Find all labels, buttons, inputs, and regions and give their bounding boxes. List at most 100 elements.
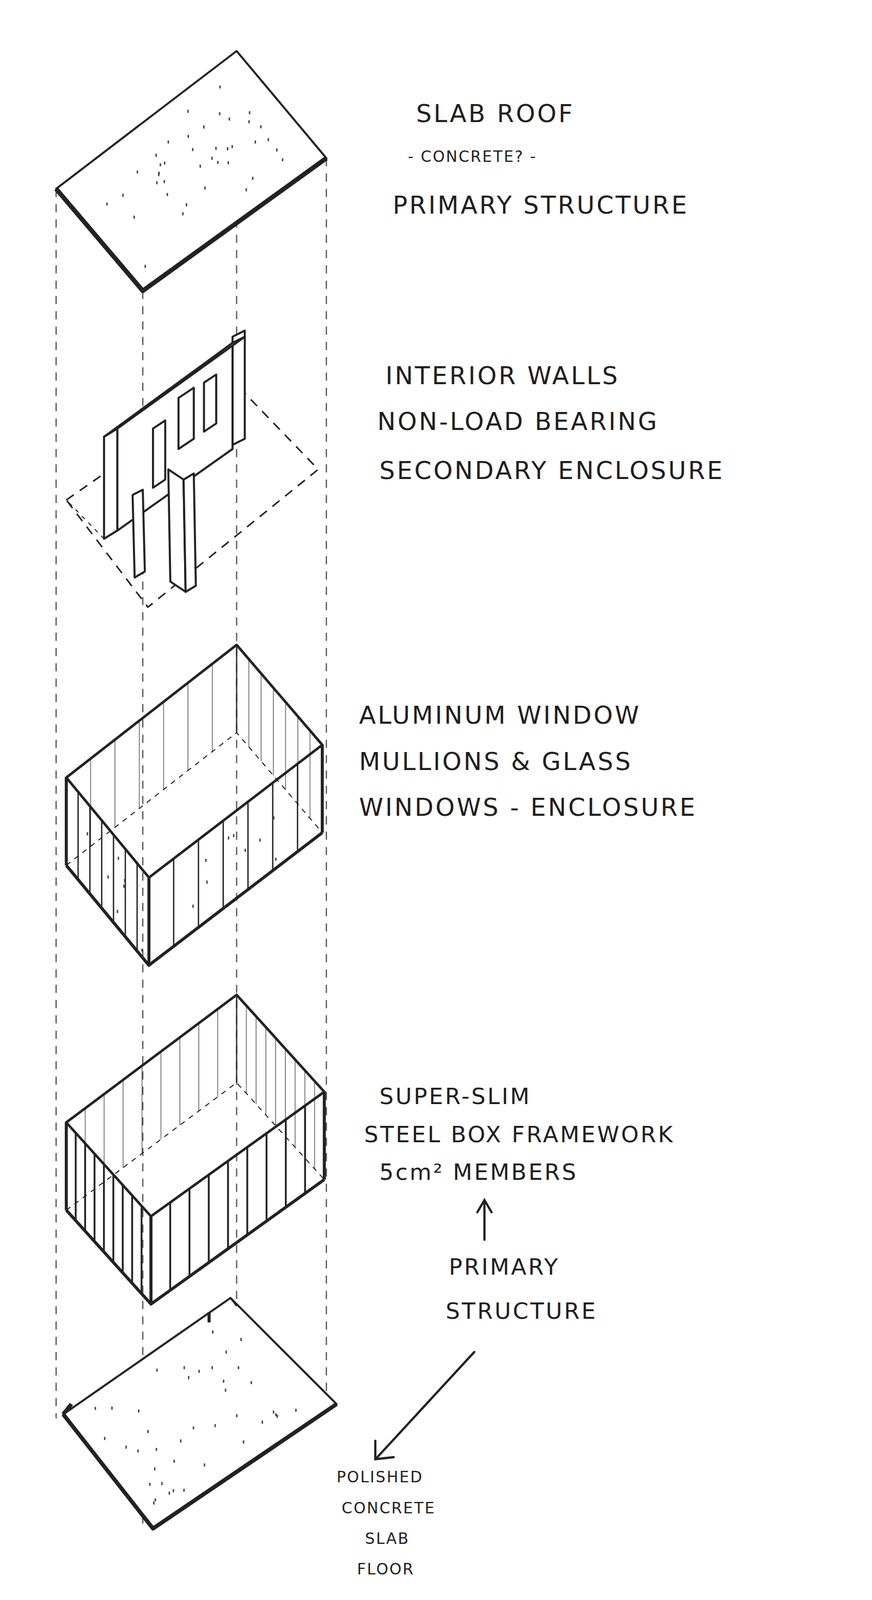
mullion: [284, 701, 286, 790]
stipple-dot: [154, 1466, 156, 1471]
stipple-dot: [203, 125, 205, 129]
mullion: [173, 858, 175, 947]
mullion: [124, 848, 126, 937]
stipple-dot: [183, 1488, 185, 1492]
mullion: [84, 1107, 87, 1196]
box-edge: [66, 994, 325, 1216]
mullion: [93, 1153, 96, 1241]
stipple-dot: [181, 212, 184, 216]
stipple-dot: [245, 187, 248, 192]
stipple-dot: [228, 117, 231, 121]
annotation-label: 5cm² MEMBERS: [379, 1159, 578, 1185]
stipple-dot: [183, 1365, 186, 1369]
stipple-dot: [106, 202, 108, 206]
mullion: [187, 682, 189, 771]
stipple-dot: [295, 1407, 297, 1412]
mullion: [260, 673, 262, 761]
stipple-dot: [282, 157, 284, 162]
annotation-label: SLAB: [364, 1529, 410, 1547]
stipple-dot: [133, 215, 136, 219]
mullion: [163, 701, 165, 790]
stipple-dot: [156, 1367, 158, 1371]
mullion: [248, 659, 250, 747]
mullion: [112, 834, 114, 923]
mullion: [247, 801, 249, 889]
stipple-dot: [259, 838, 261, 842]
annotation-label: PRIMARY: [448, 1254, 560, 1279]
stipple-dot: [248, 111, 251, 115]
box-edge: [66, 732, 323, 865]
box-edge: [149, 1215, 153, 1304]
mullion: [114, 739, 116, 827]
stipple-dot: [94, 1406, 97, 1410]
leader-arrows: [375, 1199, 492, 1459]
stipple-dot: [242, 1439, 245, 1443]
stipple-dot: [215, 147, 217, 151]
stipple-dot: [141, 948, 143, 952]
stipple-dot: [136, 883, 139, 888]
stipple-dot: [122, 193, 125, 198]
stipple-dot: [206, 880, 209, 884]
stipple-dot: [167, 140, 170, 144]
stipple-dot: [155, 153, 157, 157]
stipple-dot: [192, 1425, 195, 1429]
mullion: [297, 715, 299, 804]
stipple-dot: [180, 1438, 182, 1442]
stipple-dot: [238, 1365, 240, 1369]
stipple-dot: [275, 857, 277, 861]
box-edge: [66, 644, 323, 877]
stipple-dot: [235, 1413, 238, 1417]
annotation-label: MULLIONS & GLASS: [358, 747, 633, 775]
box-edge: [320, 744, 325, 833]
mullion: [309, 730, 311, 819]
stipple-dot: [218, 112, 221, 116]
stipple-dot: [153, 1500, 155, 1504]
stipple-dot: [192, 148, 194, 152]
stipple-dot: [250, 1380, 253, 1384]
box-edge: [64, 777, 69, 865]
stipple-dot: [272, 1409, 275, 1413]
stipple-dot: [163, 179, 166, 184]
stipple-dot: [149, 1482, 151, 1486]
mullion: [90, 758, 92, 846]
stipple-dot: [219, 85, 222, 89]
stipple-dot: [217, 160, 219, 164]
stipple-dot: [163, 161, 166, 166]
stipple-dot: [233, 833, 235, 837]
annotation-label: PRIMARY STRUCTURE: [392, 191, 689, 219]
interior-walls: [66, 330, 319, 607]
mullion: [272, 782, 274, 870]
annotation-label: POLISHED: [336, 1468, 424, 1486]
glass-enclosure-box: [66, 644, 323, 965]
concrete-floor-slab: [63, 1297, 337, 1528]
stipple-dot: [104, 1436, 106, 1440]
stipple-dot: [187, 134, 189, 138]
annotation-label: ALUMINUM WINDOW: [358, 701, 642, 729]
stipple-dot: [224, 1387, 227, 1392]
stipple-dot: [144, 264, 146, 268]
stipple-dot: [244, 848, 247, 852]
mullion: [245, 1004, 247, 1093]
mullion: [160, 1051, 162, 1139]
stipple-dot: [187, 1375, 190, 1379]
stipple-dot: [123, 883, 125, 888]
slab-roof: [56, 51, 327, 291]
mullion: [138, 720, 140, 808]
stipple-dot: [204, 186, 206, 190]
mullion: [74, 1132, 77, 1221]
mullion: [275, 1037, 277, 1126]
steel-box-frame: [66, 994, 325, 1304]
mullion: [314, 1080, 316, 1169]
mullion: [101, 819, 103, 908]
stipple-dot: [137, 1408, 140, 1412]
annotation-label: WINDOWS - ENCLOSURE: [358, 793, 698, 821]
annotation-label: STEEL BOX FRAMEWORK: [363, 1121, 675, 1147]
mullion: [265, 1132, 268, 1221]
stipple-dot: [166, 192, 169, 197]
stipple-dot: [203, 1462, 206, 1466]
mullion: [272, 687, 274, 776]
mullion: [265, 1026, 267, 1115]
mullion: [131, 1194, 133, 1283]
annotation-label: CONCRETE: [341, 1499, 436, 1517]
mullion: [246, 1146, 248, 1235]
